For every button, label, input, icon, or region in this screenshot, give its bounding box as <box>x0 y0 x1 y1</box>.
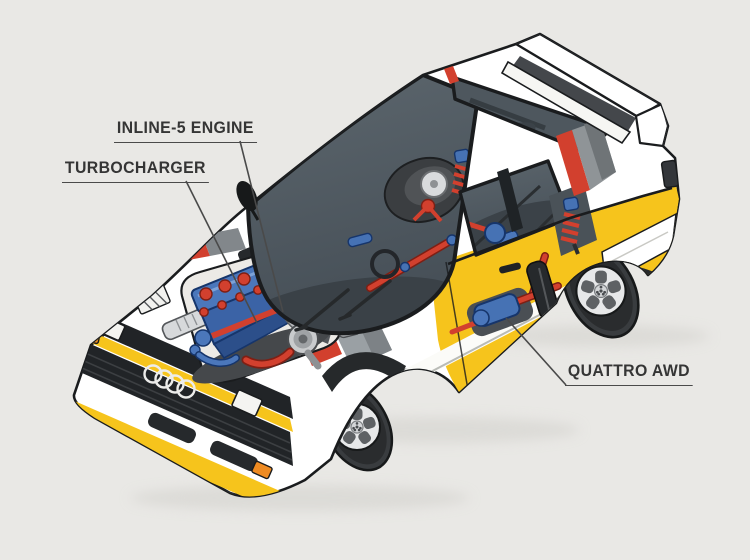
bumper-intake-left <box>148 412 196 444</box>
windshield-wipers <box>294 279 392 332</box>
roof-red-stripe <box>444 66 459 84</box>
headlight-band <box>73 300 293 419</box>
bumper-intake-right <box>210 440 258 472</box>
label-quattro-awd: QUATTRO AWD <box>565 362 693 386</box>
right-headlight <box>231 389 263 417</box>
grille-band <box>73 335 293 466</box>
label-turbocharger: TURBOCHARGER <box>62 159 209 183</box>
door-handle <box>499 262 521 274</box>
label-inline5-engine: INLINE-5 ENGINE <box>114 119 257 143</box>
right-indicator <box>251 460 273 480</box>
rear-spoiler <box>500 34 670 148</box>
chin-yellow-band <box>73 399 283 497</box>
spare-wheel <box>383 157 465 223</box>
rear-strut-cutout <box>549 183 597 256</box>
audi-rings-logo <box>143 364 196 399</box>
cpillar-red-stripe <box>556 130 590 196</box>
front-arch-flare <box>322 352 406 392</box>
b-pillar <box>497 168 523 232</box>
